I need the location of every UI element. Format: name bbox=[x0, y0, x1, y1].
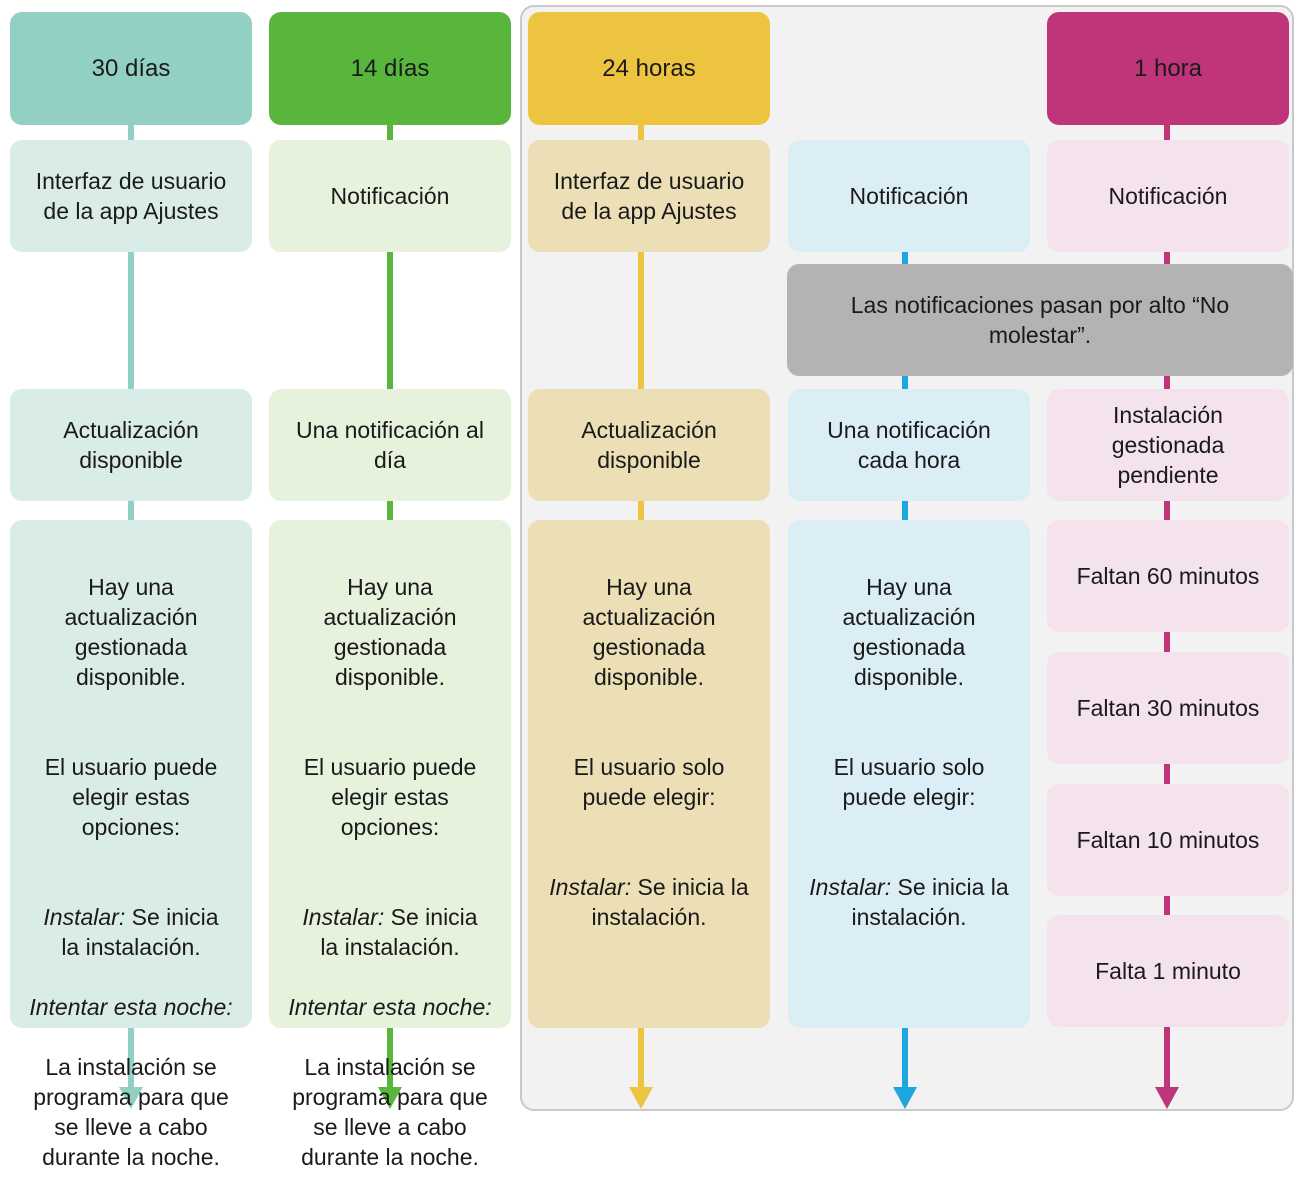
detail-choice-intro: El usuario solo puede elegir: bbox=[573, 754, 725, 810]
tonight-label: Intentar esta noche: bbox=[288, 994, 492, 1020]
frequency-24-hours: Actualización disponible bbox=[528, 389, 770, 501]
frequency-30-days: Actualización disponible bbox=[10, 389, 252, 501]
update-timeline-diagram: 30 días 14 días 24 horas 1 hora Interfaz… bbox=[10, 5, 1294, 1170]
detail-text: Hay una actualización gestionada disponi… bbox=[281, 542, 499, 1202]
detail-14-days: Hay una actualización gestionada disponi… bbox=[269, 520, 511, 1170]
detail-choice-intro: El usuario solo puede elegir: bbox=[833, 754, 985, 810]
detail-text: Hay una actualización gestionada disponi… bbox=[540, 542, 758, 962]
install-description: Se inicia la instalación. bbox=[851, 874, 1009, 930]
detail-install-option: Instalar: Se inicia la instalación. bbox=[281, 902, 499, 962]
tonight-label: Intentar esta noche: bbox=[29, 994, 233, 1020]
arrow-down-icon bbox=[119, 1087, 143, 1109]
install-description: Se inicia la instalación. bbox=[320, 904, 478, 960]
detail-tonight-option: Intentar esta noche: bbox=[22, 992, 240, 1022]
frequency-1-hour: Instalación gestionada pendiente bbox=[1047, 389, 1289, 501]
detail-30-days: Hay una actualización gestionada disponi… bbox=[10, 520, 252, 1170]
install-label: Instalar: bbox=[43, 904, 126, 930]
detail-tonight-option: Intentar esta noche: bbox=[281, 992, 499, 1022]
header-1-hour: 1 hora bbox=[1047, 12, 1289, 125]
detail-install-option: Instalar: Se inicia la instalación. bbox=[22, 902, 240, 962]
detail-install-option: Instalar: Se inicia la instalación. bbox=[540, 872, 758, 932]
install-description: Se inicia la instalación. bbox=[591, 874, 749, 930]
source-14-days: Notificación bbox=[269, 140, 511, 252]
header-14-days: 14 días bbox=[269, 12, 511, 125]
arrow-down-icon bbox=[893, 1087, 917, 1109]
source-1-hour: Notificación bbox=[1047, 140, 1289, 252]
source-24-hours: Interfaz de usuario de la app Ajustes bbox=[528, 140, 770, 252]
tonight-description: La instalación se programa para que se l… bbox=[292, 1054, 488, 1170]
source-hourly: Notificación bbox=[788, 140, 1030, 252]
detail-availability: Hay una actualización gestionada disponi… bbox=[323, 574, 457, 690]
countdown-30-minutes: Faltan 30 minutos bbox=[1047, 652, 1289, 764]
detail-availability: Hay una actualización gestionada disponi… bbox=[582, 574, 716, 690]
frequency-hourly: Una notificación cada hora bbox=[788, 389, 1030, 501]
tonight-description: La instalación se programa para que se l… bbox=[33, 1054, 229, 1170]
detail-choice-intro: El usuario puede elegir estas opciones: bbox=[303, 754, 477, 840]
detail-24-hours: Hay una actualización gestionada disponi… bbox=[528, 520, 770, 1028]
detail-install-option: Instalar: Se inicia la instalación. bbox=[800, 872, 1018, 932]
install-description: Se inicia la instalación. bbox=[61, 904, 219, 960]
header-30-days: 30 días bbox=[10, 12, 252, 125]
countdown-60-minutes: Faltan 60 minutos bbox=[1047, 520, 1289, 632]
detail-availability: Hay una actualización gestionada disponi… bbox=[64, 574, 198, 690]
detail-text: Hay una actualización gestionada disponi… bbox=[22, 542, 240, 1202]
detail-hourly: Hay una actualización gestionada disponi… bbox=[788, 520, 1030, 1028]
install-label: Instalar: bbox=[809, 874, 892, 900]
arrow-down-icon bbox=[629, 1087, 653, 1109]
dnd-bypass-note: Las notificaciones pasan por alto “No mo… bbox=[787, 264, 1293, 376]
header-24-hours: 24 horas bbox=[528, 12, 770, 125]
detail-choice-intro: El usuario puede elegir estas opciones: bbox=[44, 754, 218, 840]
detail-availability: Hay una actualización gestionada disponi… bbox=[842, 574, 976, 690]
install-label: Instalar: bbox=[549, 874, 632, 900]
countdown-10-minutes: Faltan 10 minutos bbox=[1047, 784, 1289, 896]
detail-text: Hay una actualización gestionada disponi… bbox=[800, 542, 1018, 962]
frequency-14-days: Una notificación al día bbox=[269, 389, 511, 501]
install-label: Instalar: bbox=[302, 904, 385, 930]
arrow-down-icon bbox=[378, 1087, 402, 1109]
source-30-days: Interfaz de usuario de la app Ajustes bbox=[10, 140, 252, 252]
countdown-1-minute: Falta 1 minuto bbox=[1047, 915, 1289, 1027]
arrow-down-icon bbox=[1155, 1087, 1179, 1109]
